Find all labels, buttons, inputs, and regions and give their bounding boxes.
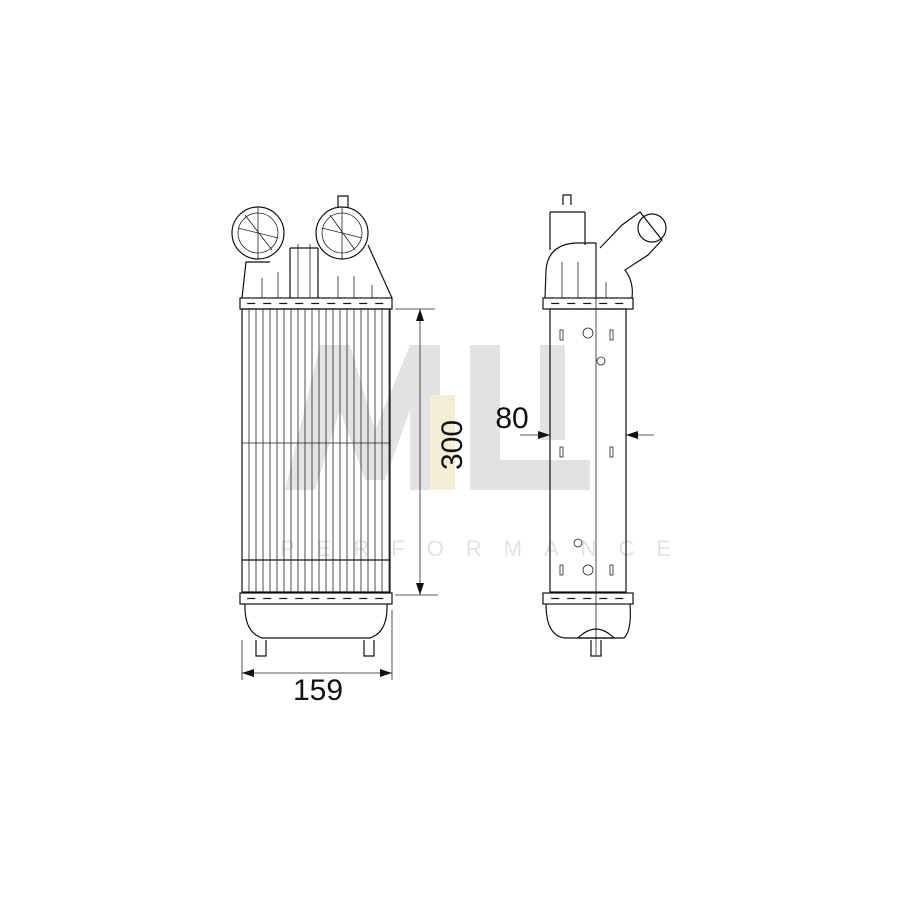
- side-bottom-tank: [545, 603, 631, 639]
- depth-dimension-label: 80: [495, 402, 528, 435]
- side-hole: [582, 327, 594, 339]
- outlet-pipe: [599, 211, 663, 299]
- side-slot: [559, 329, 564, 341]
- side-slot: [609, 329, 614, 341]
- width-dimension-label: 159: [293, 674, 343, 707]
- watermark-tagline: PERFORMANCE: [280, 536, 693, 561]
- mounting-pins: [255, 640, 375, 657]
- sensor-port: [337, 195, 349, 208]
- side-hole: [573, 538, 583, 548]
- drain-boss: [576, 628, 616, 639]
- side-top-tank-outline: [544, 242, 597, 299]
- side-slot: [609, 564, 614, 576]
- top-tank-ribs: [261, 244, 373, 298]
- watermark-logo: PERFORMANCE: [280, 345, 693, 561]
- inlet-port-right-detail: [321, 207, 363, 259]
- core: [241, 308, 391, 593]
- side-slot: [559, 446, 564, 458]
- outlet-pipe-opening: [637, 213, 667, 243]
- side-slot: [609, 446, 614, 458]
- side-view: [520, 194, 667, 657]
- drain-pin: [590, 640, 602, 657]
- bottom-tank-plate: [239, 592, 393, 605]
- side-body: [549, 308, 627, 593]
- side-top-tank-ribs: [561, 262, 607, 298]
- front-view: [231, 195, 438, 680]
- bracket: [549, 211, 586, 250]
- side-bottom-plate: [542, 592, 634, 605]
- bottom-tank: [244, 603, 388, 639]
- side-hole: [596, 356, 606, 366]
- core-fins: [248, 309, 390, 592]
- top-tank-outline: [241, 244, 393, 299]
- height-dimension-label: 300: [436, 420, 469, 470]
- side-sensor-port: [562, 194, 572, 205]
- side-slot: [559, 564, 564, 576]
- inlet-port-left-detail: [237, 207, 279, 259]
- side-hole: [582, 564, 594, 576]
